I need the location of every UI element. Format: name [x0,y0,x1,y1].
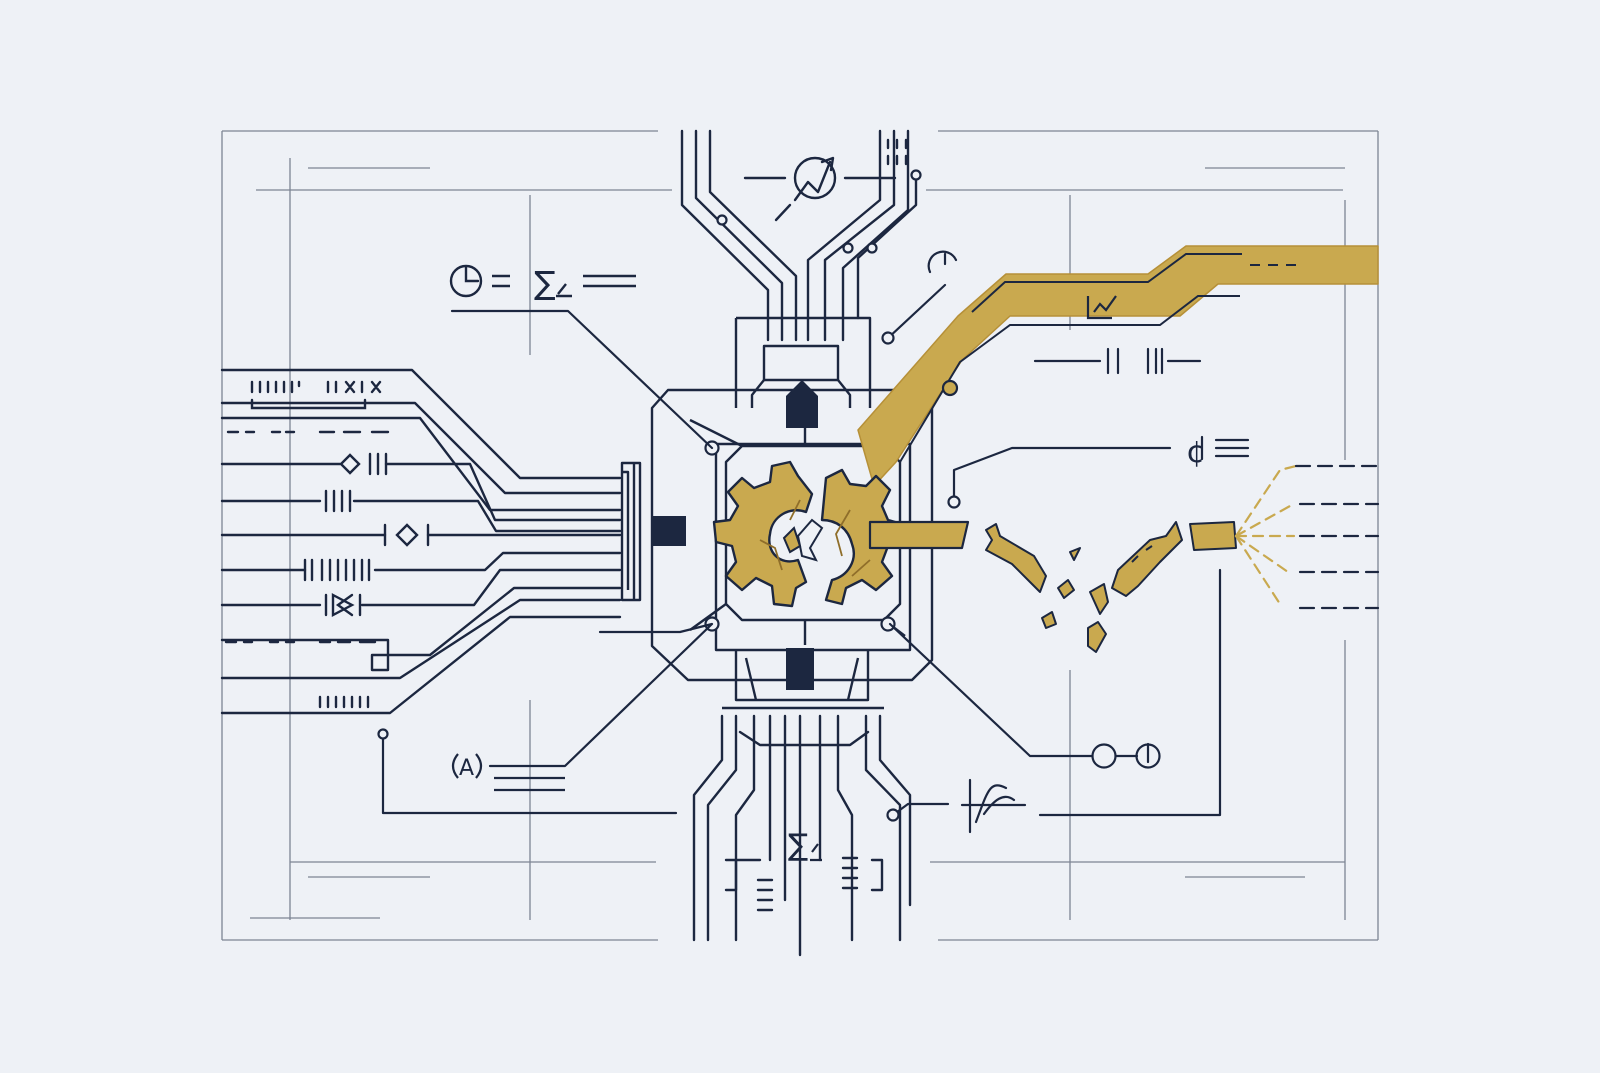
top-bus [680,129,918,342]
left-bus-components [224,380,430,709]
trend-arrow-icon [774,156,837,222]
bottom-bus [692,714,912,957]
gold-connector [868,520,970,550]
chip-inner [714,442,912,652]
gold-trace-main [857,245,1379,487]
gear-left-half [712,460,814,608]
left-callouts [377,309,714,815]
sigma-tail [556,283,572,298]
diamond-icon [339,453,361,475]
cross-mark [344,380,382,394]
equals-glyph [492,274,636,288]
broken-connector-icon [985,521,1237,653]
bus-bar [250,398,367,410]
tick-marks [756,878,774,912]
chip-outer [650,388,934,682]
top-bus-nodes [716,169,922,254]
gold-trace [857,245,1379,487]
gear-fragment [782,526,802,554]
diamond-icon [395,523,419,547]
frayed-wires [1234,464,1380,610]
chip-blocks [652,380,818,690]
annotation-a [451,753,565,792]
left-bus [220,368,622,715]
diode-icon [324,593,362,617]
cent-glyph: ¢ [1186,435,1205,470]
clock-icon [449,264,483,298]
sigma-glyph-top: ∑ [534,264,556,302]
gear-icon [712,460,904,608]
right-callouts [881,250,1250,834]
gear-right-half [820,468,904,606]
waveform-icon [960,778,1027,834]
connector-dashes [1131,545,1153,563]
sigma-glyph-bottom: ∑ [788,828,808,863]
tick-marks [250,380,301,394]
tick-marks [326,380,338,394]
sigma-tail [810,843,822,862]
tick-marks [886,138,908,166]
annotation-a-label: A [459,756,474,781]
tick-marks [841,856,859,890]
line-chart-icon [1086,295,1117,320]
